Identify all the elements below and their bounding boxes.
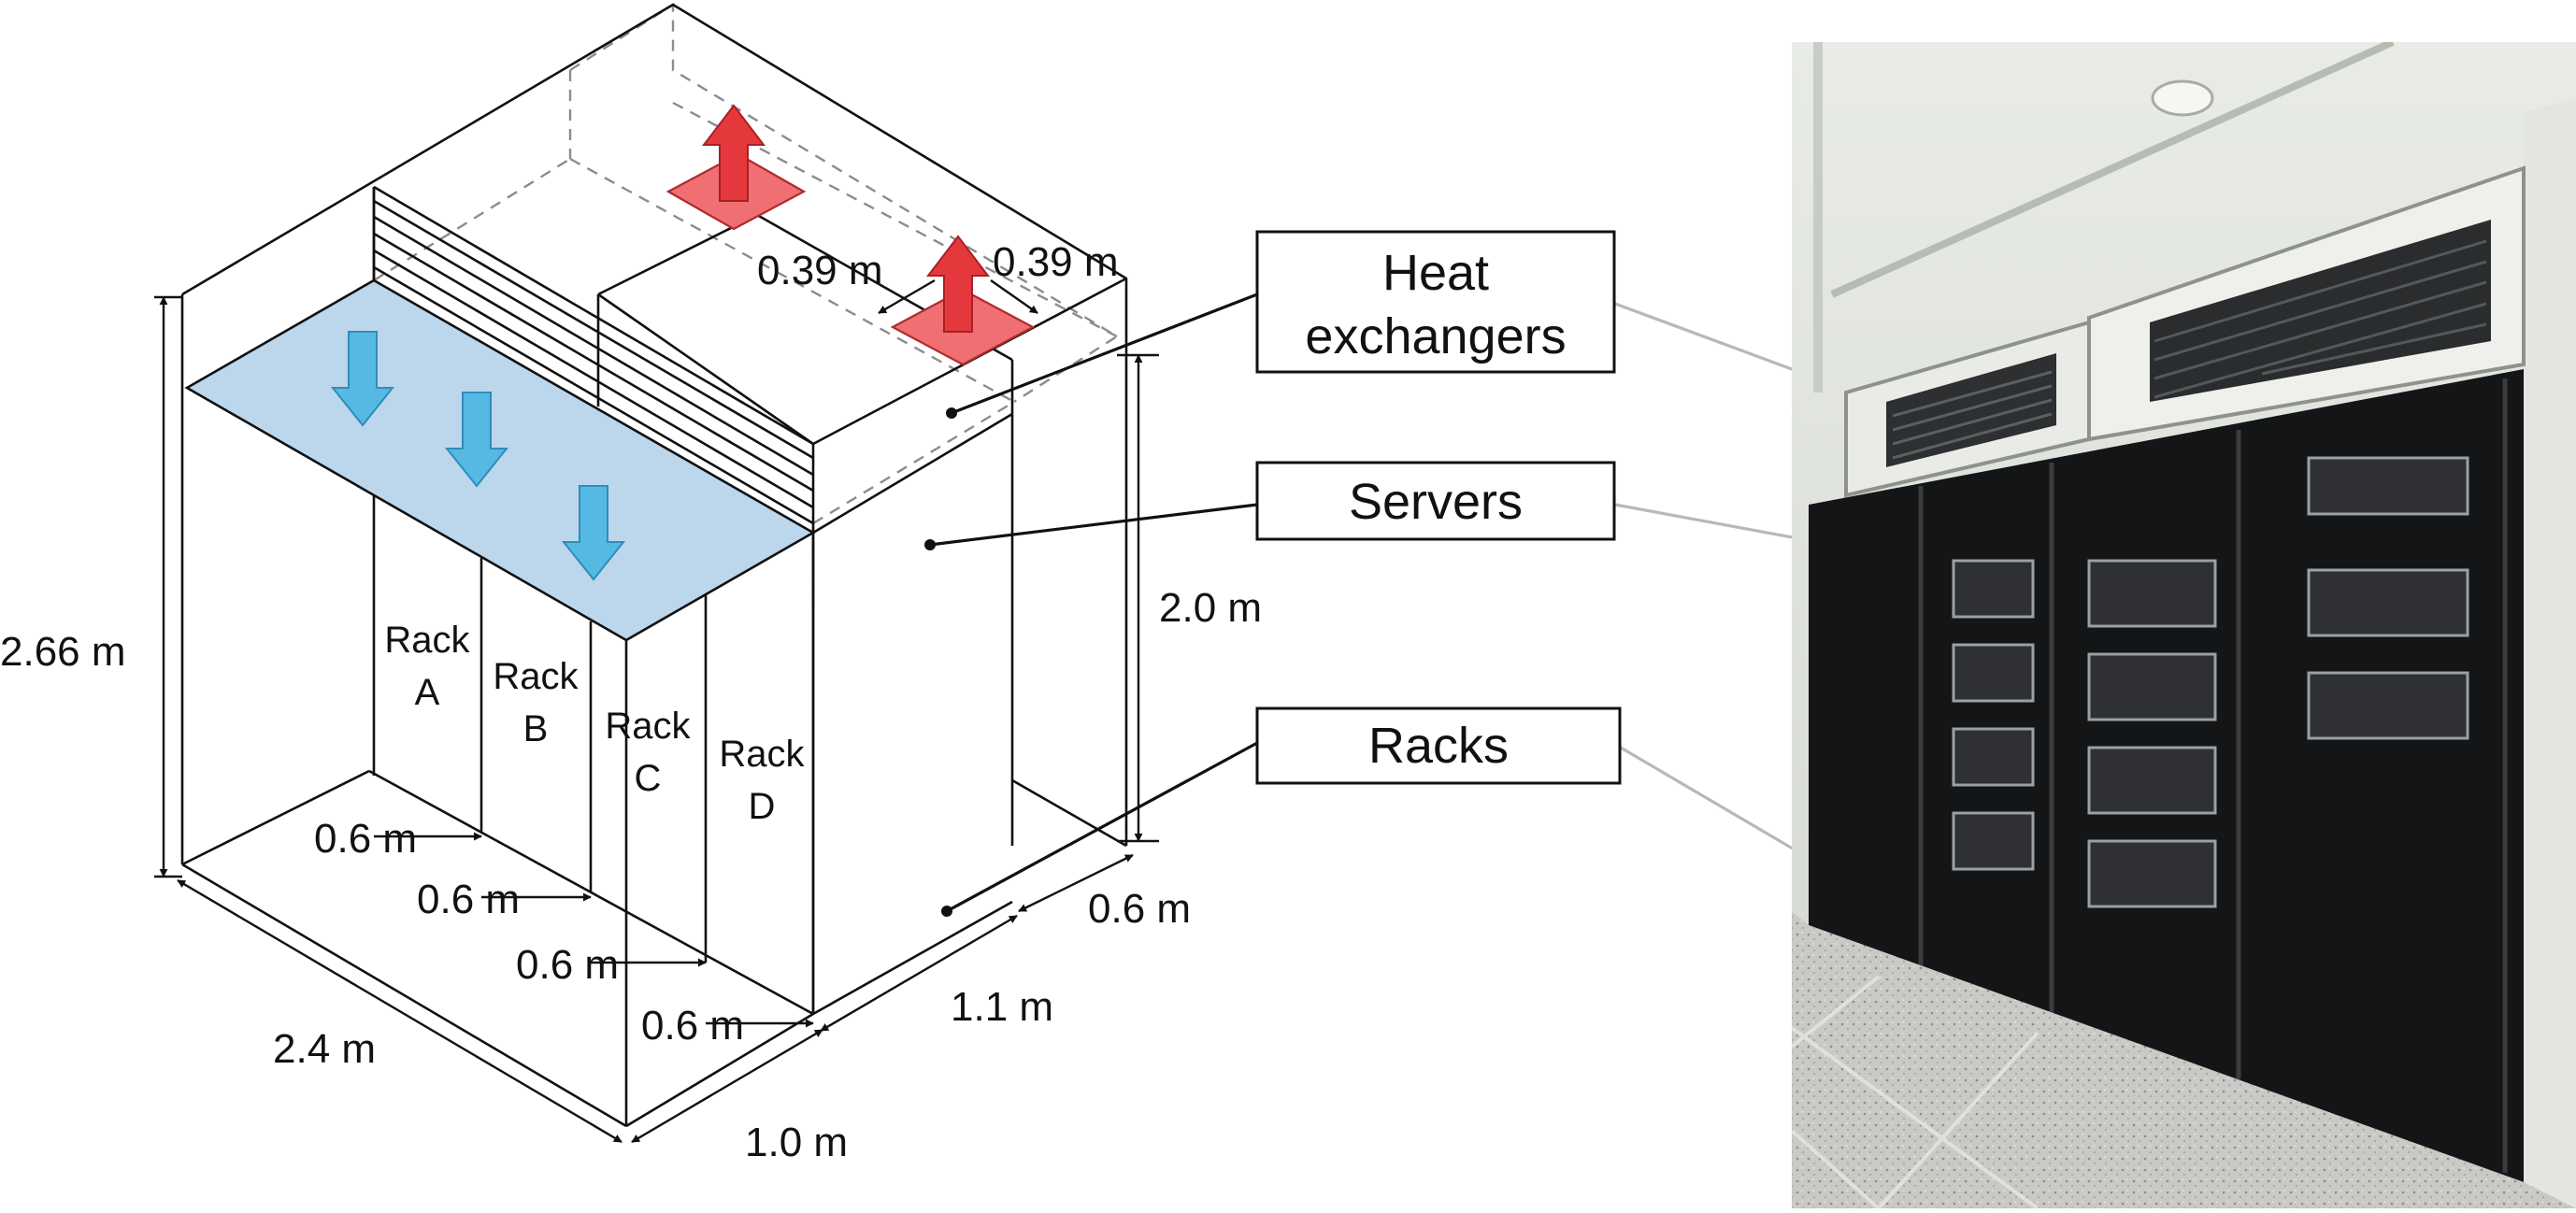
cold-aisle-panel (184, 278, 816, 642)
svg-text:Rack: Rack (605, 706, 691, 747)
server-room-photo (1792, 42, 2576, 1208)
dim-depth-rack: 1.1 m (951, 984, 1053, 1030)
dim-rack-height: 2.0 m (1159, 585, 1262, 631)
callout-leaders (924, 293, 1889, 917)
smoke-detector-icon (2151, 79, 2214, 117)
svg-text:Rack: Rack (493, 656, 579, 697)
svg-text:D: D (749, 786, 776, 827)
svg-text:C: C (635, 758, 662, 799)
rack-label-c: Rack C (605, 706, 691, 799)
callout-heat-exchangers: Heat exchangers (1255, 230, 1616, 374)
svg-text:Rack: Rack (384, 620, 470, 661)
server-stripes (372, 185, 814, 525)
svg-text:Heat: Heat (1382, 245, 1489, 301)
svg-text:Racks: Racks (1368, 718, 1509, 774)
svg-text:Rack: Rack (719, 734, 805, 775)
dim-outlet-size-1: 0.39 m (757, 248, 883, 293)
dim-width-total: 2.4 m (273, 1026, 376, 1072)
rack-label-d: Rack D (719, 734, 805, 827)
down-arrow-icon (330, 331, 395, 427)
svg-text:Servers: Servers (1349, 474, 1523, 530)
rack-label-b: Rack B (493, 656, 579, 749)
rack-label-a: Rack A (384, 620, 470, 713)
callout-servers: Servers (1255, 461, 1616, 541)
down-arrow-icon (444, 392, 509, 488)
svg-text:exchangers: exchangers (1305, 308, 1566, 364)
dim-rack-width-b: 0.6 m (417, 877, 520, 922)
dim-rack-width-d: 0.6 m (641, 1003, 744, 1049)
svg-text:A: A (415, 672, 440, 713)
up-arrow-icon (925, 235, 991, 333)
dim-depth-total: 1.0 m (745, 1120, 848, 1165)
dim-rack-width-a: 0.6 m (314, 816, 417, 862)
dim-total-height: 2.66 m (0, 629, 126, 675)
up-arrow-icon (701, 104, 766, 202)
down-arrow-icon (561, 485, 626, 581)
dim-depth-side: 0.6 m (1088, 886, 1191, 932)
dimension-lines (154, 278, 1159, 1144)
svg-text:B: B (523, 708, 549, 749)
rack-dividers (372, 495, 815, 1126)
callout-racks: Racks (1255, 706, 1622, 785)
dim-rack-width-c: 0.6 m (516, 942, 619, 988)
dim-outlet-size-2: 0.39 m (993, 239, 1119, 285)
